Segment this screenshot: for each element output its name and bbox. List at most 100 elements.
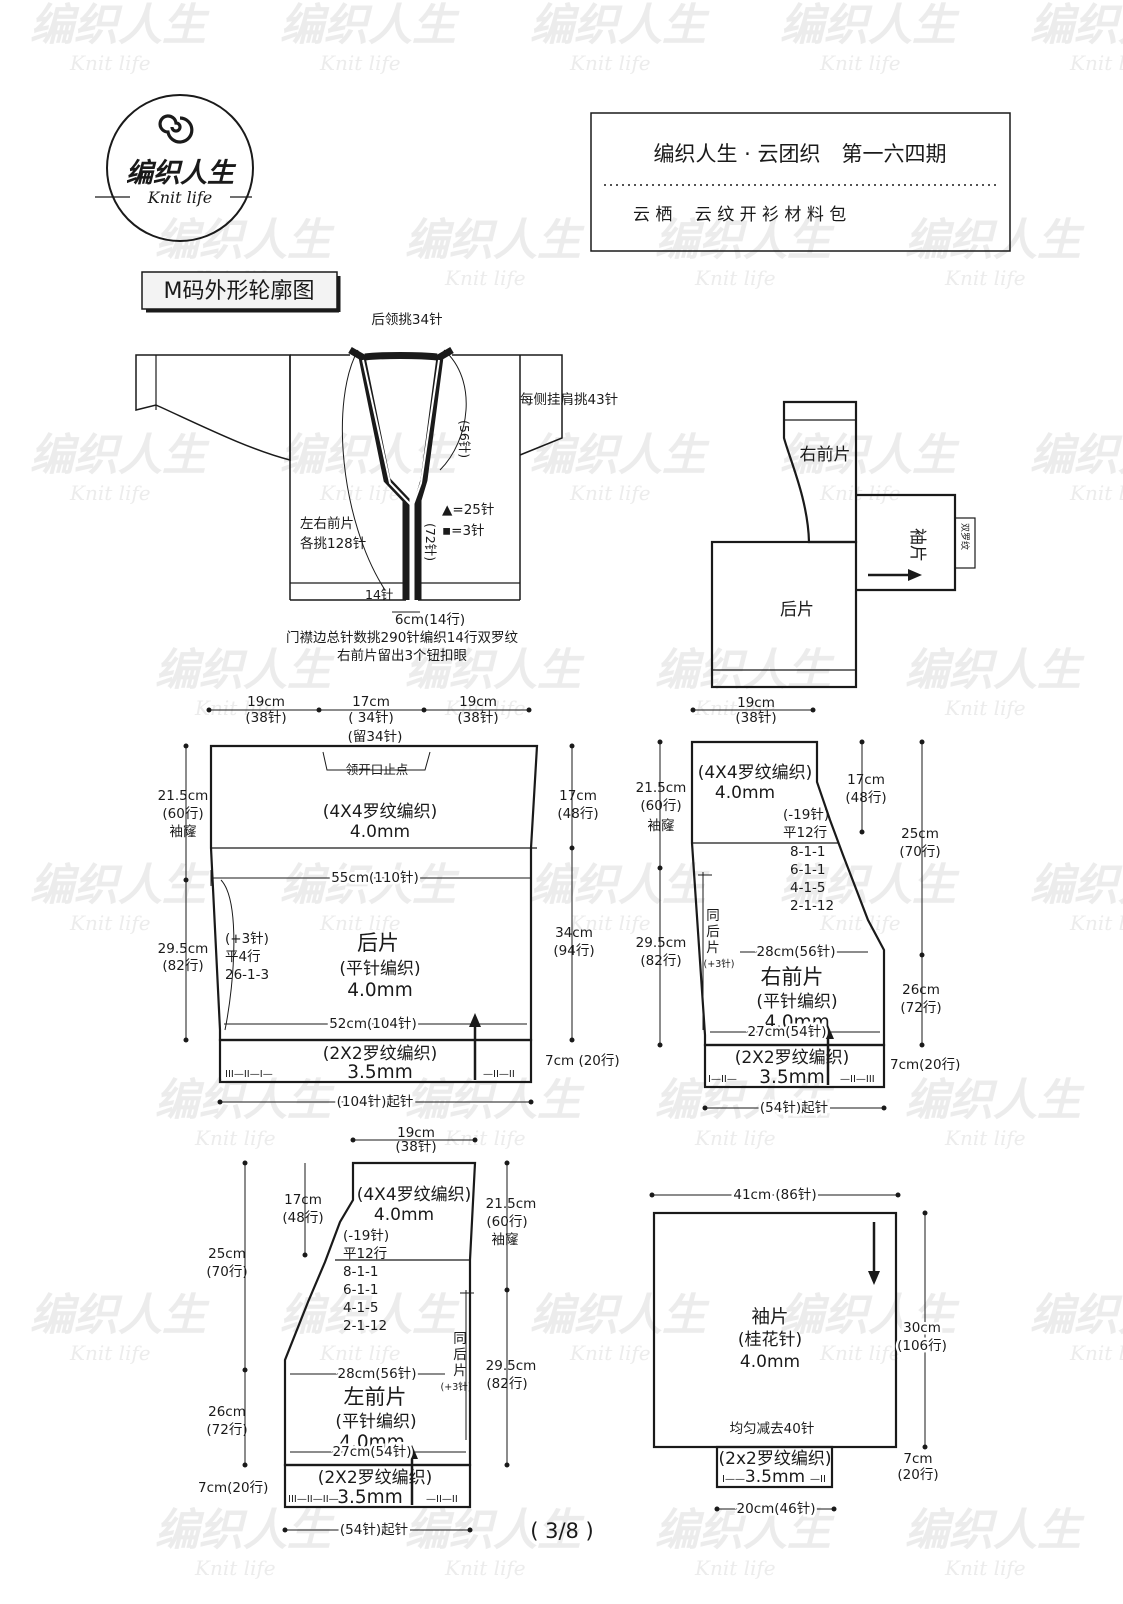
svg-text:8-1-1: 8-1-1 [343, 1264, 379, 1280]
watermark-logo: 编织人生 [655, 215, 835, 266]
watermark-text: Knit life [944, 696, 1026, 720]
svg-text:28cm(56针): 28cm(56针) [338, 1366, 417, 1382]
svg-text:袖片: 袖片 [907, 528, 927, 562]
svg-text:(2X2罗纹编织): (2X2罗纹编织) [318, 1468, 433, 1488]
watermark-logo: 编织人生 [530, 860, 710, 911]
watermark-logo: 编织人生 [530, 430, 710, 481]
svg-text:(2x2罗纹编织): (2x2罗纹编织) [719, 1449, 832, 1469]
svg-text:26cm: 26cm [902, 982, 940, 998]
svg-text:3.5mm: 3.5mm [759, 1067, 824, 1088]
svg-text:袖窿: 袖窿 [492, 1232, 520, 1248]
svg-text:17cm: 17cm [284, 1192, 322, 1208]
watermark-text: Knit life [1069, 911, 1123, 935]
svg-text:25cm: 25cm [901, 826, 939, 842]
watermark-logo: 编织人生 [1030, 430, 1123, 481]
svg-text:(-19针): (-19针) [343, 1228, 389, 1244]
svg-text:(桂花针): (桂花针) [738, 1330, 802, 1350]
svg-text:19cm: 19cm [459, 694, 497, 710]
watermark-logo: 编织人生 [1030, 0, 1123, 51]
svg-text:(平针编织): (平针编织) [339, 959, 420, 979]
watermark-logo: 编织人生 [530, 0, 710, 51]
logo-en: Knit life [147, 188, 213, 207]
svg-text:M码外形轮廓图: M码外形轮廓图 [164, 279, 315, 304]
svg-text:(60行): (60行) [640, 798, 681, 814]
svg-text:19cm: 19cm [397, 1125, 435, 1141]
watermark-text: Knit life [1069, 481, 1123, 505]
svg-text:34cm: 34cm [555, 925, 593, 941]
watermark-text: Knit life [819, 911, 901, 935]
watermark-logo: 编织人生 [780, 0, 960, 51]
watermark-logo: 编织人生 [30, 430, 210, 481]
svg-text:左右前片: 左右前片 [300, 515, 354, 532]
watermark-text: Knit life [194, 1556, 276, 1580]
svg-text:—II—III: —II—III [840, 1074, 875, 1085]
svg-text:25cm: 25cm [208, 1246, 246, 1262]
svg-text:3.5mm: 3.5mm [347, 1062, 412, 1083]
watermark-text: Knit life [694, 1556, 776, 1580]
watermark-text: Knit life [694, 696, 776, 720]
svg-text:55cm(110针): 55cm(110针) [331, 870, 419, 886]
svg-text:右前片: 右前片 [800, 445, 851, 465]
svg-text:各挑128针: 各挑128针 [300, 536, 366, 552]
svg-text:26cm: 26cm [208, 1404, 246, 1420]
svg-text:(106行): (106行) [897, 1338, 947, 1354]
watermark-logo: 编织人生 [1030, 860, 1123, 911]
svg-text:41cm (86针): 41cm (86针) [733, 1187, 816, 1203]
watermark-logo: 编织人生 [905, 1075, 1085, 1126]
watermark-logo: 编织人生 [655, 1075, 835, 1126]
svg-text:右前片留出3个钮扣眼: 右前片留出3个钮扣眼 [337, 647, 468, 664]
watermark-text: Knit life [444, 266, 526, 290]
section-title: M码外形轮廓图 [141, 271, 341, 313]
watermark-logo: 编织人生 [780, 860, 960, 911]
svg-text:每侧挂肩挑43针: 每侧挂肩挑43针 [520, 392, 618, 408]
watermark-logo: 编织人生 [280, 0, 460, 51]
watermark-logo: 编织人生 [30, 0, 210, 51]
svg-text:4.0mm: 4.0mm [339, 1432, 404, 1453]
svg-text:4.0mm: 4.0mm [347, 980, 412, 1001]
svg-text:▪=3针: ▪=3针 [442, 523, 485, 539]
svg-text:17cm: 17cm [352, 694, 390, 710]
watermark-text: Knit life [69, 51, 151, 75]
svg-text:片: 片 [706, 940, 720, 956]
yarn-swirl-icon [158, 114, 194, 144]
svg-text:后: 后 [706, 924, 720, 940]
svg-text:片: 片 [453, 1363, 467, 1379]
svg-text:袖窿: 袖窿 [648, 818, 676, 834]
watermark-text: Knit life [569, 1341, 651, 1365]
header-subtitle: 云 栖 云 纹 开 衫 材 料 包 [633, 205, 846, 225]
svg-text:(48行): (48行) [845, 790, 886, 806]
watermark-text: Knit life [944, 1556, 1026, 1580]
svg-text:27cm(54针): 27cm(54针) [333, 1444, 412, 1460]
svg-text:右前片: 右前片 [761, 965, 824, 989]
svg-text:—II—II: —II—II [483, 1069, 515, 1080]
right-front-piece: 21.5cm (60行) 袖窿 (4X4罗纹编织) 4.0mm 17cm (48… [636, 739, 960, 1119]
svg-text:(72行): (72行) [206, 1422, 247, 1438]
svg-text:(54针)起针: (54针)起针 [760, 1100, 828, 1116]
sleeve-piece: 41cm (86针) 袖片 (桂花针) 4.0mm 30cm (106行) 均匀… [649, 1185, 949, 1520]
svg-text:后: 后 [453, 1347, 467, 1363]
svg-text:8-1-1: 8-1-1 [790, 844, 826, 860]
watermark-logo: 编织人生 [280, 860, 460, 911]
svg-text:29.5cm: 29.5cm [486, 1358, 537, 1374]
svg-text:袖窿: 袖窿 [170, 824, 197, 840]
watermark-text: Knit life [1069, 51, 1123, 75]
watermark-logo: 编织人生 [1030, 1290, 1123, 1341]
svg-text:21.5cm: 21.5cm [158, 788, 209, 804]
watermark-text: Knit life [69, 481, 151, 505]
watermark-logo: 编织人生 [780, 430, 960, 481]
watermark-text: Knit life [1069, 1341, 1123, 1365]
svg-text:29.5cm: 29.5cm [158, 941, 209, 957]
watermark-text: Knit life [444, 1556, 526, 1580]
svg-text:(平针编织): (平针编织) [756, 992, 837, 1012]
svg-text:III—II—I—: III—II—I— [225, 1069, 273, 1080]
svg-text:(+3针): (+3针) [441, 1381, 472, 1393]
svg-text:7cm: 7cm [903, 1451, 932, 1467]
svg-text:17cm: 17cm [559, 788, 597, 804]
svg-text:I——: I—— [722, 1474, 745, 1485]
svg-text:3.5mm: 3.5mm [745, 1467, 805, 1487]
logo-cn: 编织人生 [126, 158, 237, 189]
svg-text:后领挑34针: 后领挑34针 [371, 312, 442, 328]
